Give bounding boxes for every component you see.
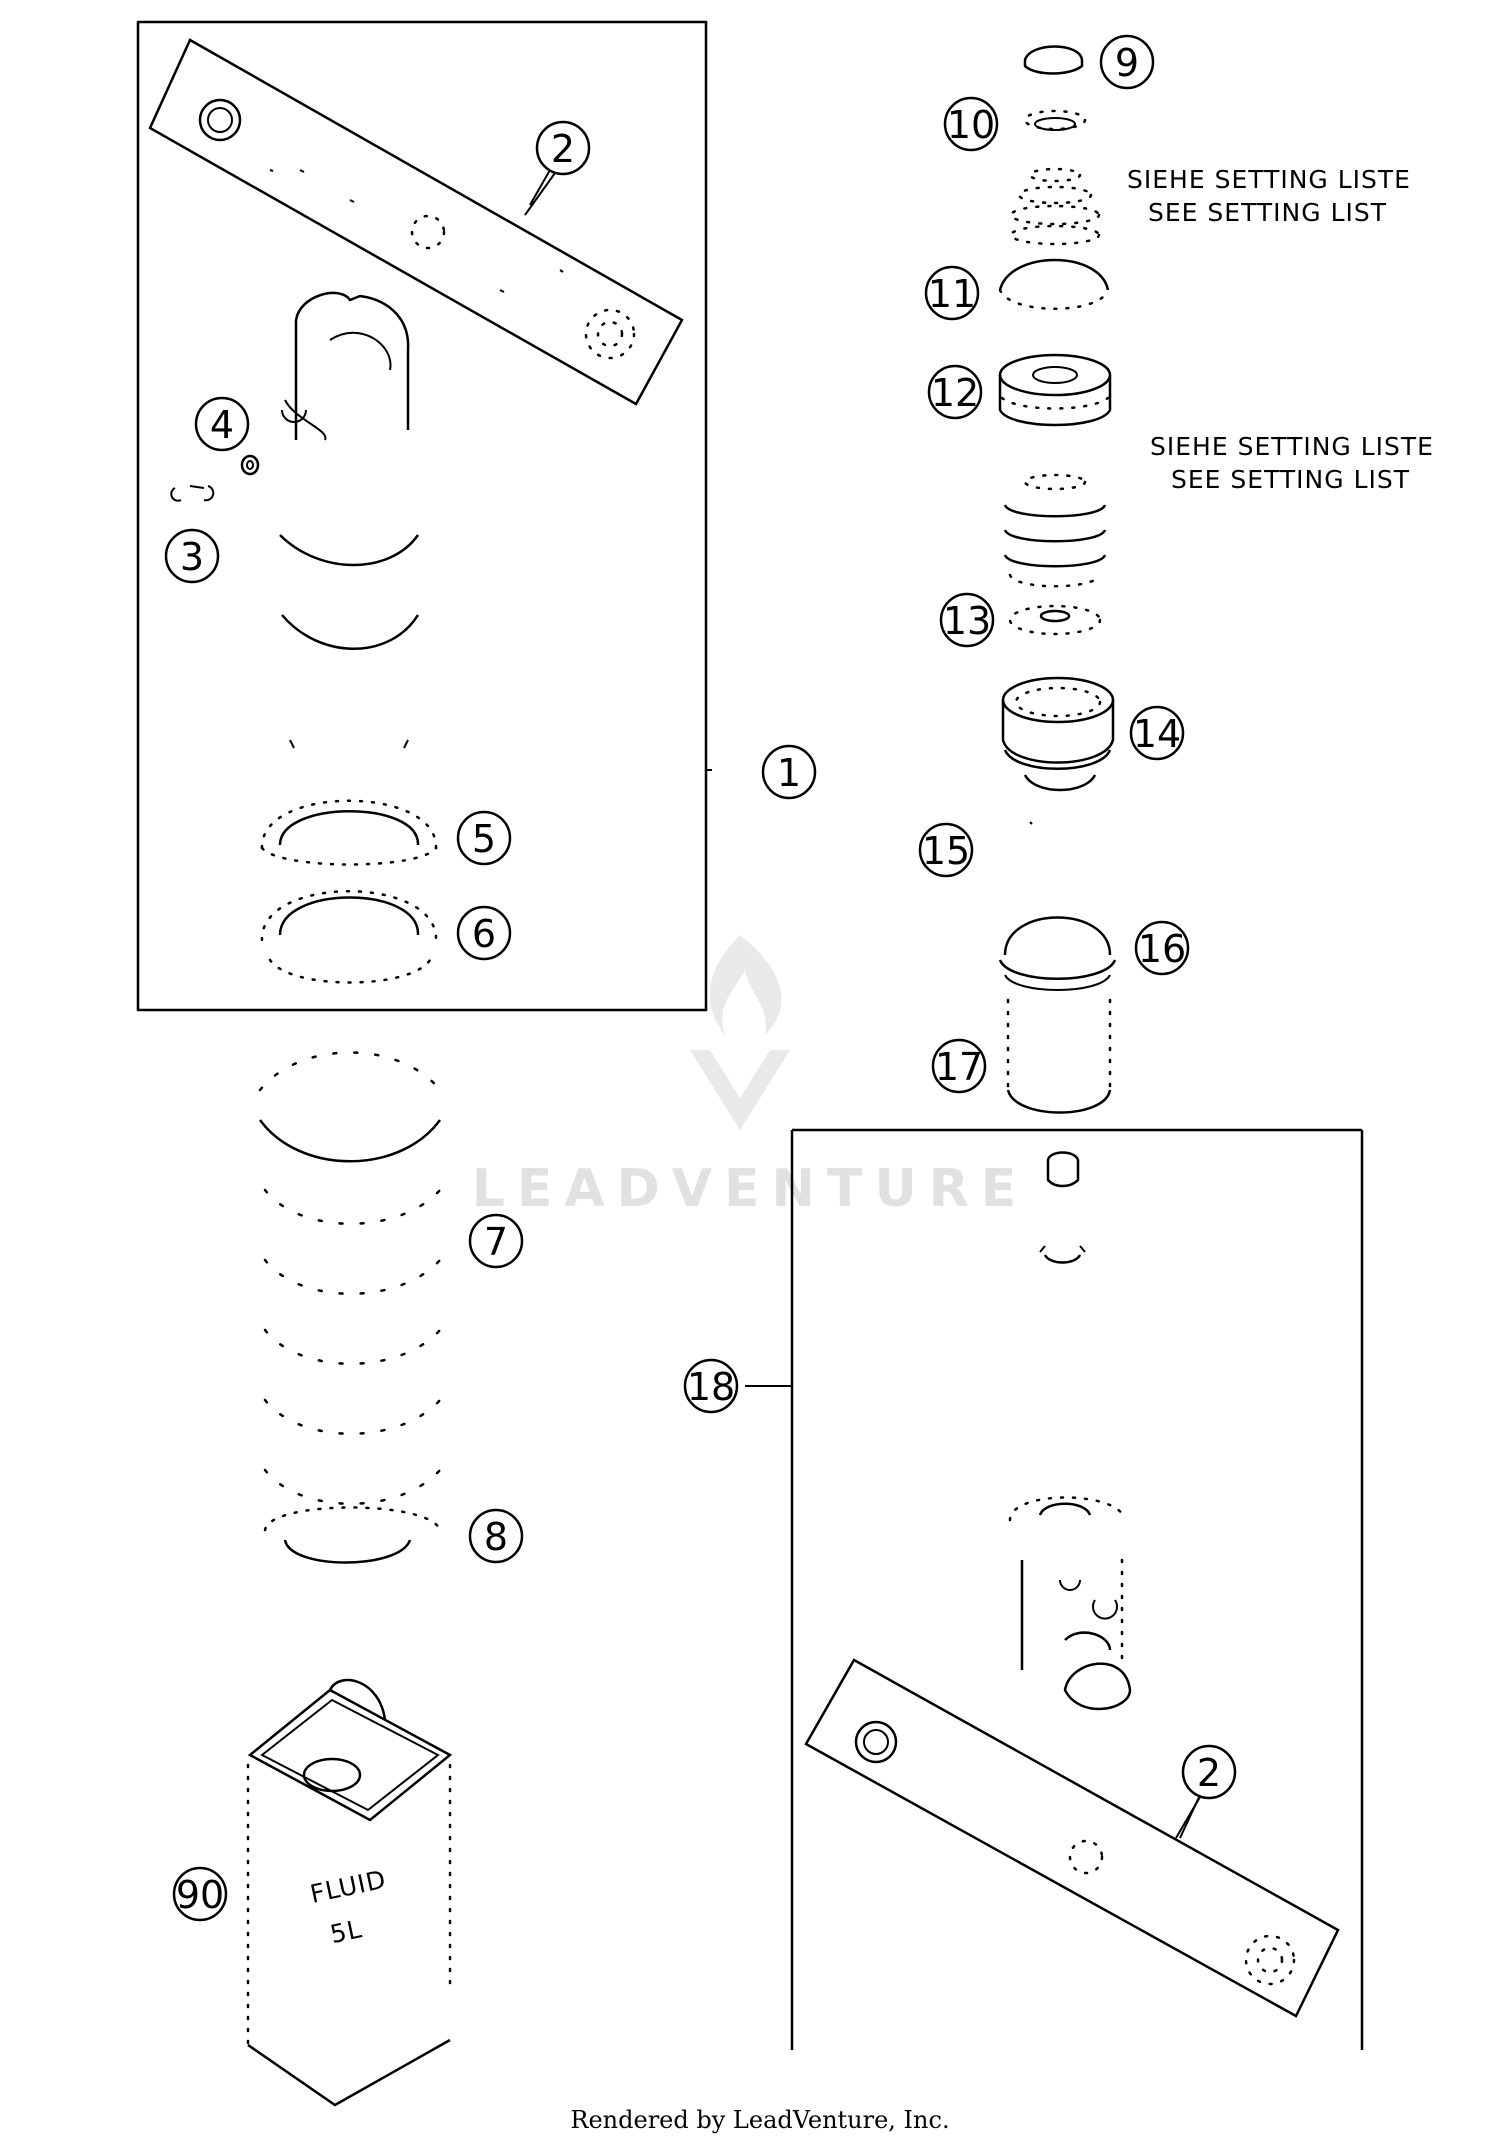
callout-14-number: 14	[1133, 712, 1181, 756]
part-5-ring	[260, 799, 438, 866]
callout-2-bottom-number: 2	[1197, 1751, 1221, 1795]
watermark-logo	[690, 935, 790, 1130]
part-9-nut	[1023, 45, 1084, 75]
part-11-ring	[998, 258, 1110, 310]
callout-90: 90	[172, 1866, 228, 1922]
fluid-can-volume: 5L	[328, 1914, 365, 1949]
callout-5-number: 5	[472, 817, 496, 861]
callout-4: 4	[194, 396, 250, 452]
callout-2-top-number: 2	[551, 127, 575, 171]
part-2-plate-bottom	[804, 1658, 1340, 2018]
leader-2-top	[524, 172, 556, 216]
footer-credit: Rendered by LeadVenture, Inc.	[570, 2106, 949, 2134]
watermark-text: LEADVENTURE	[472, 1159, 1029, 1219]
callout-12-number: 12	[931, 371, 979, 415]
part-10-washer	[1023, 109, 1087, 131]
callout-9: 9	[1099, 34, 1155, 90]
leader-2-bottom	[1175, 1796, 1201, 1839]
callout-18: 18	[683, 1358, 739, 1414]
callout-11-number: 11	[928, 272, 976, 316]
setting-note-1-de: SIEHE SETTING LISTE	[1127, 165, 1411, 194]
callout-17-number: 17	[935, 1045, 983, 1089]
callout-2-bottom: 2	[1181, 1744, 1237, 1800]
part-3-screw	[170, 485, 215, 502]
part-2-plate-top	[148, 38, 684, 406]
callout-16-number: 16	[1138, 927, 1186, 971]
setting-note-1-en: SEE SETTING LIST	[1148, 198, 1387, 227]
callout-7-number: 7	[484, 1220, 508, 1264]
callout-1-number: 1	[777, 751, 801, 795]
callout-15-number: 15	[922, 829, 970, 873]
shock-body-top	[279, 291, 420, 749]
part-17-bumper	[1006, 998, 1112, 1114]
callout-10: 10	[943, 96, 999, 152]
callout-13-number: 13	[943, 599, 991, 643]
callout-17: 17	[931, 1038, 987, 1094]
part-15-rod-mark	[1029, 821, 1033, 825]
part-7-spring	[258, 1051, 442, 1505]
callout-4-number: 4	[210, 403, 234, 447]
callout-6: 6	[456, 905, 512, 961]
callout-11: 11	[924, 265, 980, 321]
callout-9-number: 9	[1115, 41, 1139, 85]
callout-90-number: 90	[176, 1873, 224, 1917]
setting-note-2-de: SIEHE SETTING LISTE	[1150, 432, 1434, 461]
callout-8: 8	[468, 1508, 524, 1564]
assembly-1-frame	[136, 20, 708, 1012]
callout-6-number: 6	[472, 912, 496, 956]
reservoir-body	[1008, 1496, 1132, 1711]
callout-3-number: 3	[180, 535, 204, 579]
callout-12: 12	[927, 364, 983, 420]
callout-15: 15	[918, 822, 974, 878]
part-14-seal-head	[1001, 676, 1115, 792]
callout-13: 13	[939, 592, 995, 648]
shim-stack-lower	[1003, 473, 1107, 588]
fluid-can-label: FLUID	[308, 1864, 389, 1908]
part-16-cap	[998, 916, 1117, 991]
callout-14: 14	[1129, 705, 1185, 761]
part-90-fluid-can: FLUID 5L	[246, 1678, 453, 2107]
part-12-piston	[998, 353, 1112, 427]
callout-10-number: 10	[947, 103, 995, 147]
callout-18-number: 18	[687, 1365, 735, 1409]
part-4-nut	[240, 454, 260, 476]
setting-note-2-en: SEE SETTING LIST	[1171, 465, 1410, 494]
part-13-washer	[1008, 604, 1102, 636]
callout-2-top: 2	[535, 120, 591, 176]
callout-8-number: 8	[484, 1515, 508, 1559]
callout-7: 7	[468, 1213, 524, 1269]
part-8-spring-seat	[263, 1506, 442, 1564]
callout-1: 1	[761, 744, 817, 800]
reservoir-cap-small	[1039, 1151, 1086, 1264]
shim-stack-upper	[1009, 167, 1101, 246]
callout-5: 5	[456, 810, 512, 866]
part-6-ring	[260, 890, 438, 984]
callout-16: 16	[1134, 920, 1190, 976]
callout-3: 3	[164, 528, 220, 584]
